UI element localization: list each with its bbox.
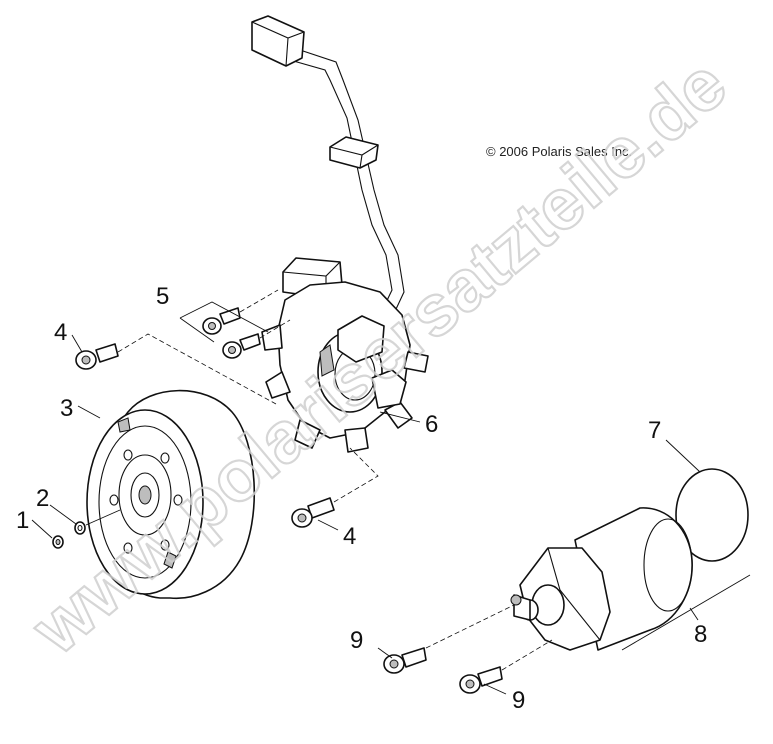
callout-5: 5 [156, 283, 169, 310]
bolt-5-upper [202, 307, 241, 335]
leader-lines [31, 334, 751, 695]
bolt-9-upper [383, 647, 427, 674]
callout-8: 8 [694, 621, 707, 648]
o-ring [675, 468, 749, 562]
callout-9-lower: 9 [512, 687, 525, 714]
alignment-lines [117, 289, 379, 503]
nut-and-washer [52, 509, 121, 549]
callout-4-upper: 4 [54, 319, 67, 346]
callout-4-lower: 4 [343, 523, 356, 550]
copyright-text: © 2006 Polaris Sales Inc. [486, 144, 632, 159]
bolt-4-lower [291, 497, 335, 528]
bolt-4-upper [75, 343, 119, 370]
stator-harness [251, 15, 405, 339]
callout-labels: 1 2 3 4 4 5 6 7 8 9 9 [16, 283, 707, 714]
callout-6: 6 [425, 411, 438, 438]
flywheel [86, 389, 256, 600]
starter-motor [510, 507, 693, 651]
bolt-9-lower [459, 666, 503, 694]
stator [261, 257, 429, 453]
bolt-5-lower [222, 333, 261, 359]
callout-2: 2 [36, 485, 49, 512]
callout-1: 1 [16, 507, 29, 534]
callout-7: 7 [648, 417, 661, 444]
callout-3: 3 [60, 395, 73, 422]
callout-9-upper: 9 [350, 627, 363, 654]
